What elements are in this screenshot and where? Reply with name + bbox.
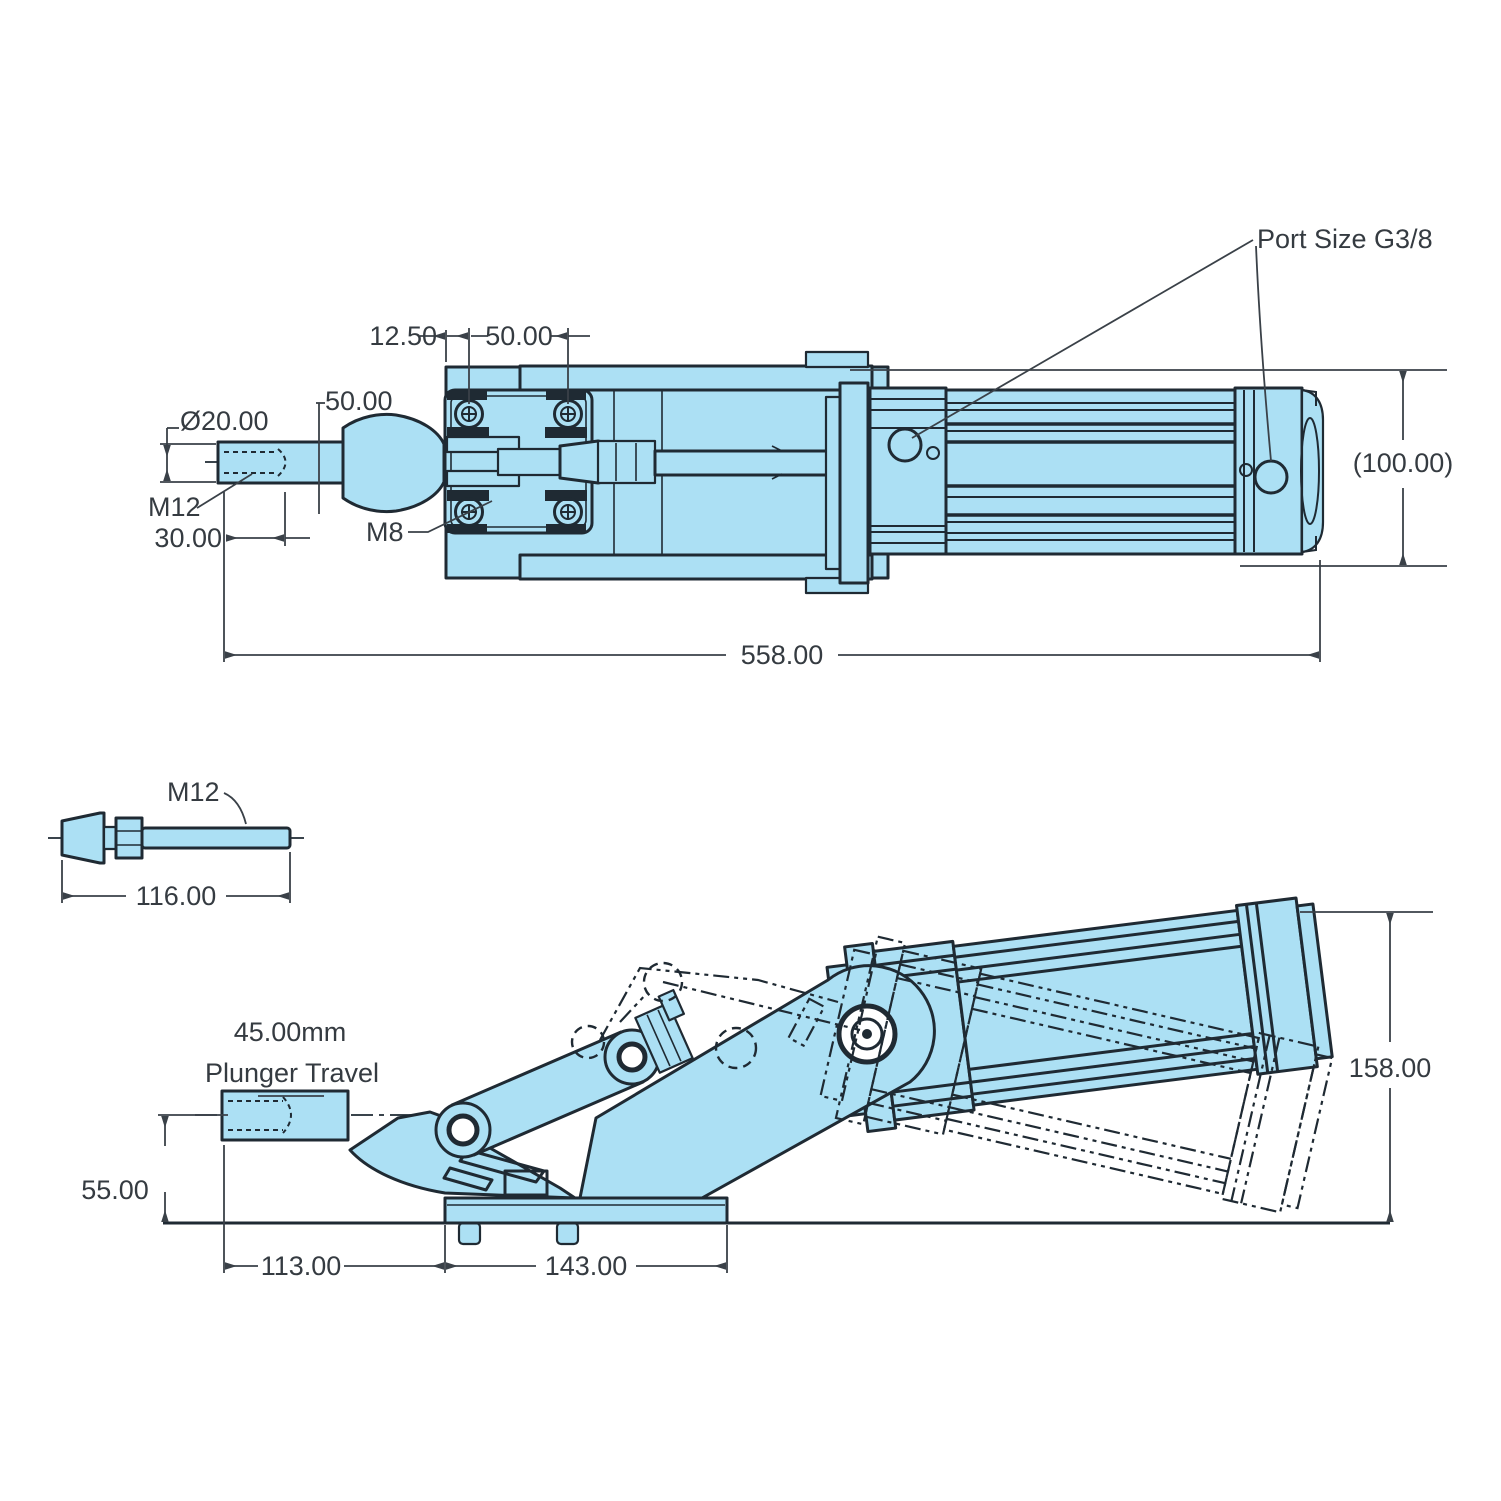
dimension-base-length: 143.00 — [446, 1225, 728, 1281]
travel-label-line1: 45.00mm — [234, 1017, 347, 1047]
hex-adjuster — [634, 988, 694, 1074]
dimension-front-length: 113.00 — [223, 1145, 446, 1281]
dimension-spindle-length: 116.00 — [61, 852, 291, 911]
mounting-foot — [457, 1221, 482, 1246]
cylinder-rear-head-top — [1233, 386, 1304, 556]
clevis-bar-bottom — [518, 553, 874, 581]
cylinder-front-head-top — [868, 386, 948, 556]
washer-pads — [447, 391, 587, 533]
plunger-rod-top — [216, 440, 346, 485]
spindle-detail: M12 116.00 — [48, 777, 305, 911]
dim-front-length-label: 113.00 — [261, 1251, 342, 1281]
dim-bolt-spacing-label: 50.00 — [485, 321, 553, 351]
cylinder-top — [868, 386, 1325, 556]
web-slot — [442, 1166, 494, 1192]
dimension-plunger-diameter: Ø20.00 — [160, 406, 269, 483]
dimension-overall-length: 558.00 — [223, 492, 1321, 670]
dim-spindle-length-label: 116.00 — [136, 881, 217, 911]
travel-label-line2: Plunger Travel — [205, 1058, 379, 1088]
screw-icon — [553, 497, 583, 527]
thread-label-m12: M12 — [148, 492, 201, 522]
spindle-rod — [140, 826, 292, 850]
screw-label-m8: M8 — [366, 517, 404, 547]
barrel-profile-lines — [946, 402, 1235, 541]
cylinder-barrel-top — [944, 388, 1237, 556]
dimension-body-height: (100.00) — [850, 369, 1454, 567]
plunger-travel-note: 45.00mm Plunger Travel — [205, 1017, 379, 1097]
toggle-mechanism-top — [445, 381, 870, 585]
spindle-thread-label: M12 — [167, 777, 220, 807]
dimension-overall-height: 158.00 — [1300, 911, 1433, 1222]
clamp-arm-top — [341, 412, 446, 514]
dim-overall-height-label: 158.00 — [1349, 1053, 1432, 1083]
dim-plunger-diameter-label: Ø20.00 — [180, 406, 269, 436]
dimension-bolt-columns: 12.50 50.00 — [369, 321, 590, 404]
top-view: 12.50 50.00 50.00 Ø20.00 M12 — [148, 224, 1453, 670]
clevis-bar-top — [518, 364, 874, 392]
mounting-foot — [555, 1221, 580, 1246]
dimension-thread-depth: 30.00 — [154, 492, 310, 553]
screw-callout-m8: M8 — [366, 500, 493, 547]
dim-axis-height-label: 55.00 — [81, 1175, 149, 1205]
dimension-plate-offset: 50.00 — [316, 386, 393, 514]
dim-thread-depth-label: 30.00 — [154, 523, 222, 553]
dimension-axis-height: 55.00 — [81, 1114, 228, 1222]
dim-body-height-label: (100.00) — [1353, 448, 1454, 478]
cylinder-rear-cap — [1300, 388, 1325, 554]
spindle-thread-callout: M12 — [167, 777, 247, 825]
plunger-rod-side — [220, 1089, 350, 1142]
dim-plate-offset-label: 50.00 — [325, 386, 393, 416]
dim-overall-length-label: 558.00 — [741, 640, 824, 670]
port-size-label: Port Size G3/8 — [1257, 224, 1433, 254]
pivot-boss — [836, 1003, 898, 1065]
air-port-front — [887, 427, 923, 463]
base-plate-side — [443, 1196, 729, 1246]
screw-icon — [454, 399, 484, 429]
dim-base-length-label: 143.00 — [545, 1251, 628, 1281]
side-view: 45.00mm Plunger Travel 55.00 113.00 143.… — [81, 886, 1433, 1281]
thread-callout-m12: M12 — [148, 473, 253, 522]
spindle-nut — [114, 816, 144, 860]
dim-bolt-offset-label: 12.50 — [369, 321, 437, 351]
piston-rod-top — [653, 449, 829, 477]
phantom-linkage — [570, 961, 861, 1070]
spindle-head — [60, 811, 106, 865]
port-size-callout: Port Size G3/8 — [911, 224, 1433, 462]
